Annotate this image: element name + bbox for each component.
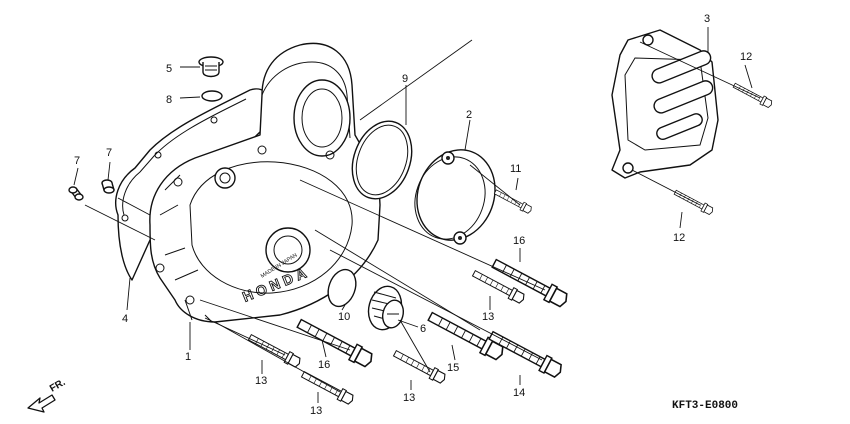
callout-15: 15 [447, 362, 459, 374]
clutch-cap-cover [414, 149, 496, 245]
bolt-16-lower [294, 314, 376, 371]
dowel-pin-right [101, 179, 115, 194]
oil-filler-cap [198, 56, 224, 78]
callout-3: 3 [704, 13, 710, 25]
callout-labels: 1 2 3 4 5 6 7 7 8 9 10 11 12 12 13 13 13… [74, 13, 752, 417]
callout-11: 11 [510, 163, 521, 175]
callout-4: 4 [122, 313, 128, 325]
callout-13-left: 13 [255, 375, 267, 387]
front-direction-indicator: FR. [27, 377, 68, 413]
callout-12-lower: 12 [673, 232, 685, 244]
callout-8: 8 [166, 94, 172, 106]
plug-o-ring [327, 268, 357, 308]
callout-13-center: 13 [403, 392, 415, 404]
callout-14: 14 [513, 387, 525, 399]
callout-7-left: 7 [74, 155, 80, 167]
large-o-ring [351, 120, 413, 200]
callout-9: 9 [402, 73, 408, 85]
callout-16-upper: 16 [513, 235, 525, 247]
callout-5: 5 [166, 63, 172, 75]
callout-16-lower: 16 [318, 359, 330, 371]
bolt-11 [492, 187, 534, 215]
dowel-pin-left [68, 186, 84, 201]
callout-6: 6 [420, 323, 426, 335]
alignment-lines [73, 27, 761, 403]
diagram-code: KFT3-E0800 [672, 400, 738, 412]
front-label: FR. [48, 377, 68, 395]
callout-10: 10 [338, 311, 350, 323]
callout-12-upper: 12 [740, 51, 752, 63]
callout-1: 1 [185, 351, 191, 363]
left-crankcase-cover: HONDA MADE IN JAPAN [149, 42, 381, 323]
callout-13-lower: 13 [310, 405, 322, 417]
drive-sprocket-cover [611, 29, 719, 179]
callout-2: 2 [466, 109, 472, 121]
front-arrow-icon [27, 394, 56, 413]
inspection-plug [367, 285, 405, 331]
callout-13-upper: 13 [482, 311, 494, 323]
filler-cap-o-ring [201, 90, 223, 102]
callout-7-right: 7 [106, 147, 112, 159]
bolt-16-upper [489, 254, 571, 311]
